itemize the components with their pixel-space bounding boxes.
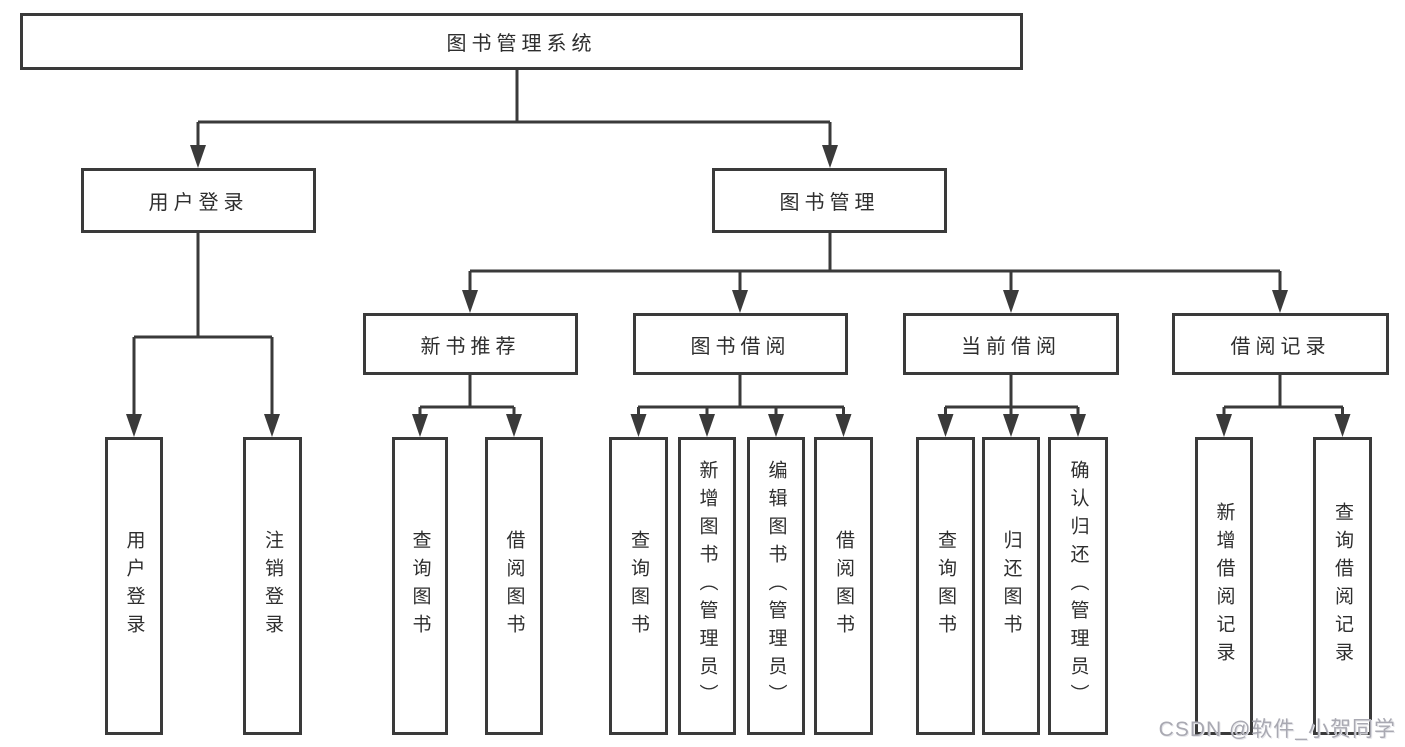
node-root: 图书管理系统 [20, 13, 1023, 70]
node-new-book-recommend: 新书推荐 [363, 313, 578, 375]
leaf-user-login: 用户登录 [105, 437, 163, 735]
leaf-logout: 注销登录 [243, 437, 302, 735]
node-book-borrowing: 图书借阅 [633, 313, 848, 375]
leaf-current-query-books: 查询图书 [916, 437, 975, 735]
node-borrowing-records: 借阅记录 [1172, 313, 1389, 375]
leaf-borrow-edit-books: 编辑图书（管理员） [747, 437, 805, 735]
leaf-recommend-query-books: 查询图书 [392, 437, 448, 735]
leaf-borrow-query-books: 查询图书 [609, 437, 668, 735]
watermark: CSDN @软件_小贺同学 [1158, 718, 1396, 741]
node-user-login: 用户登录 [81, 168, 316, 233]
leaf-current-return-books: 归还图书 [982, 437, 1040, 735]
leaf-records-query-record: 查询借阅记录 [1313, 437, 1372, 735]
leaf-current-confirm-return: 确认归还（管理员） [1048, 437, 1108, 735]
leaf-borrow-add-books: 新增图书（管理员） [678, 437, 736, 735]
node-current-borrowing: 当前借阅 [903, 313, 1119, 375]
leaf-records-add-record: 新增借阅记录 [1195, 437, 1253, 735]
arrowheads [126, 145, 1351, 437]
leaf-recommend-borrow-books: 借阅图书 [485, 437, 543, 735]
leaf-borrow-borrow-books: 借阅图书 [814, 437, 873, 735]
node-book-management: 图书管理 [712, 168, 947, 233]
